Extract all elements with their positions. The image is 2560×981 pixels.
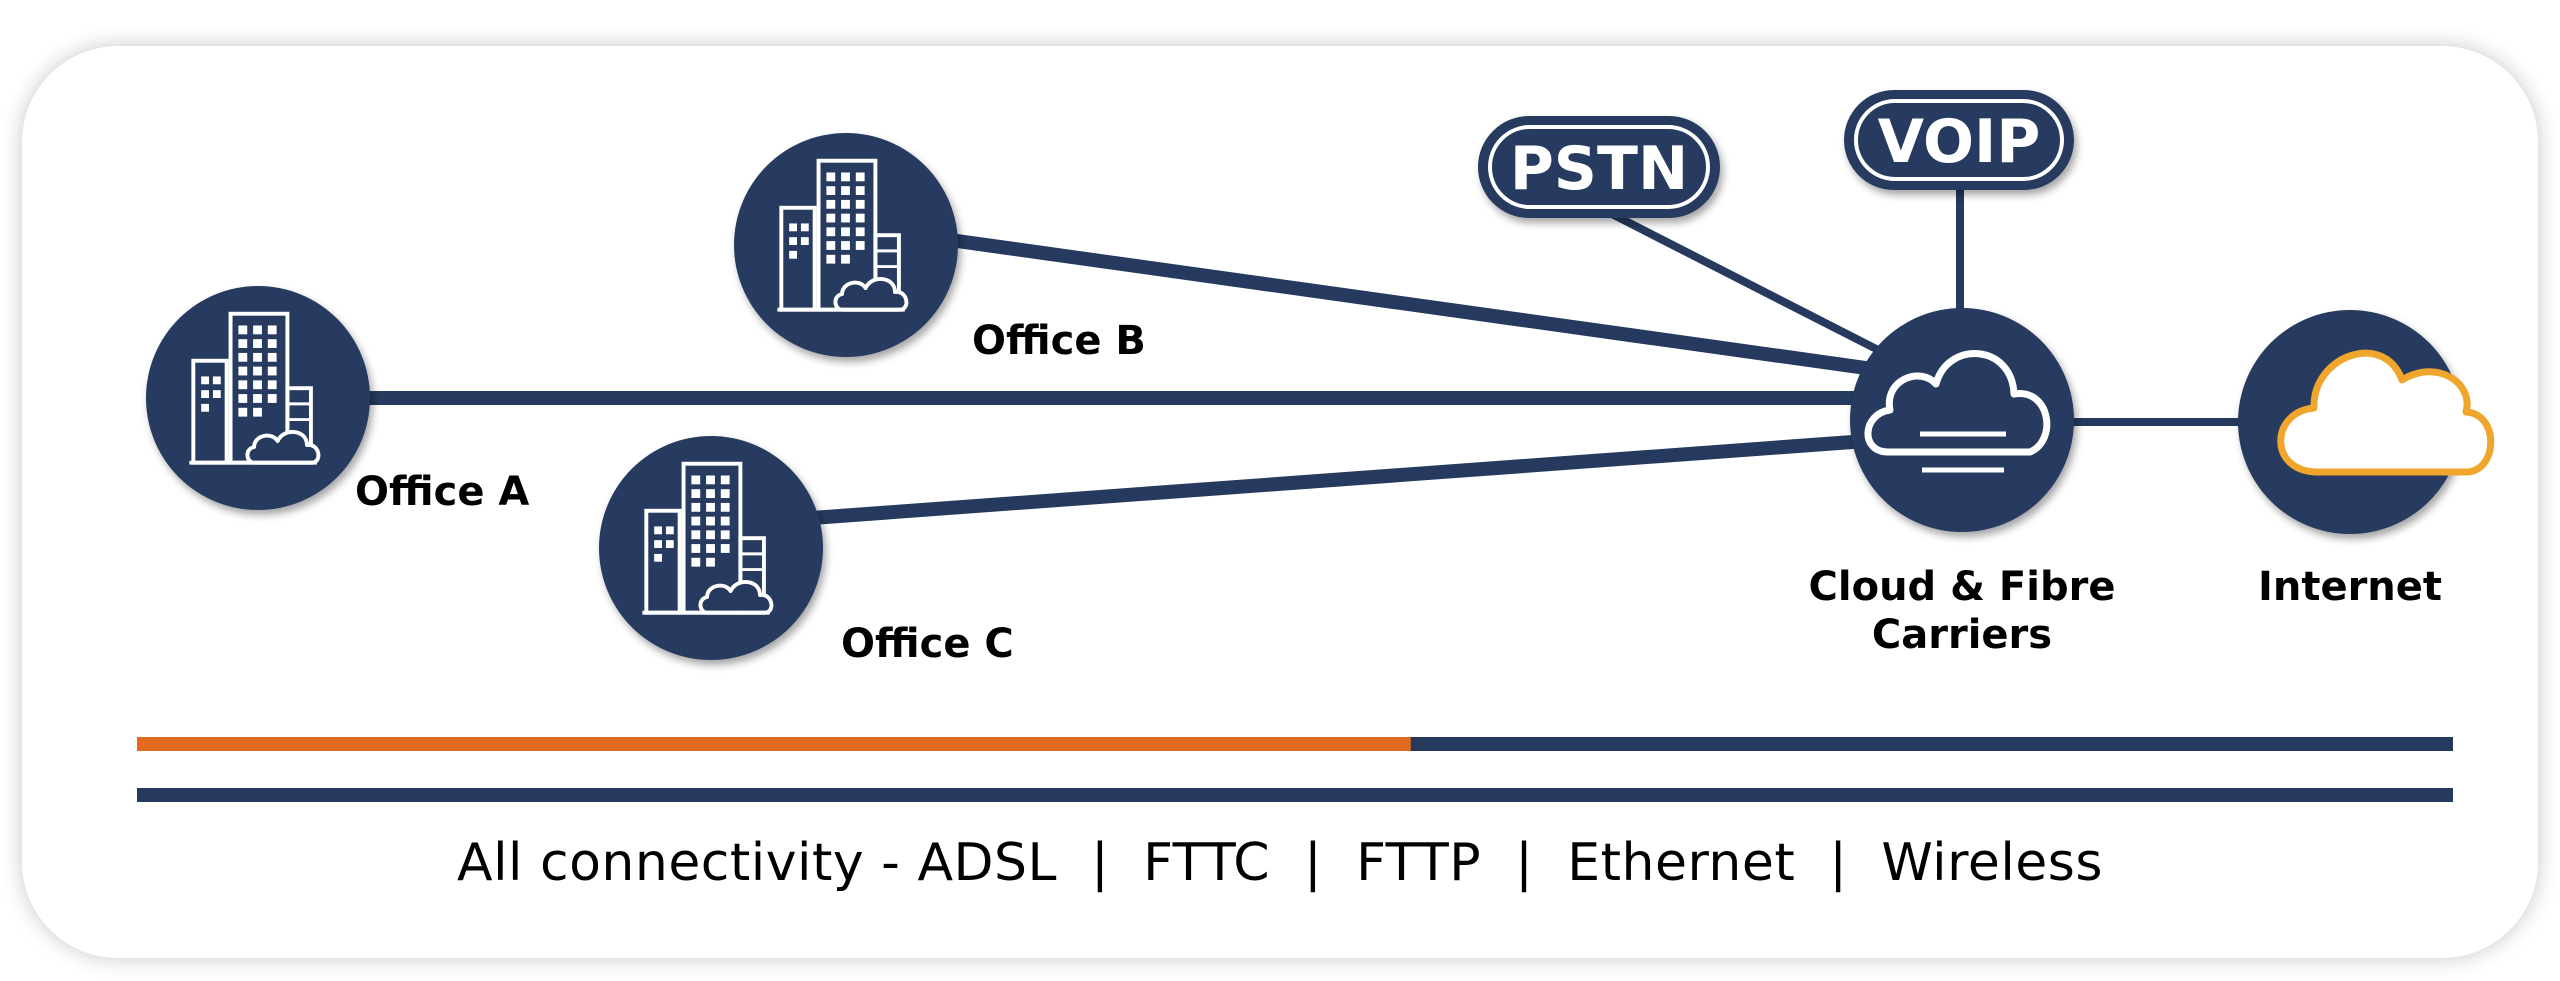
internet-node: Internet bbox=[2238, 310, 2495, 610]
pstn-label: PSTN bbox=[1510, 134, 1688, 204]
internet-label: Internet bbox=[2258, 564, 2442, 610]
link-office-c-carriers bbox=[811, 433, 1881, 525]
pstn-badge: PSTN bbox=[1478, 116, 1720, 218]
cloud-fibre-icon bbox=[1864, 350, 2051, 473]
internet-cloud-icon bbox=[2277, 349, 2495, 476]
upper-bar-orange-segment bbox=[137, 737, 1411, 751]
lower-bar bbox=[137, 788, 2453, 802]
carriers-label-line2: Carriers bbox=[1872, 612, 2052, 658]
carriers-node: Cloud & Fibre Carriers bbox=[1809, 308, 2116, 658]
office-c-node: Office C bbox=[599, 436, 1014, 667]
office-b-label: Office B bbox=[972, 318, 1146, 364]
connectivity-bars bbox=[137, 737, 2453, 802]
office-b-node: Office B bbox=[734, 133, 1146, 364]
office-a-node: Office A bbox=[146, 286, 529, 515]
link-pstn-carriers bbox=[1606, 208, 1890, 359]
connectivity-caption: All connectivity - ADSL | FTTC | FTTP | … bbox=[457, 833, 2103, 893]
link-office-b-carriers bbox=[949, 233, 1881, 377]
office-a-label: Office A bbox=[355, 469, 529, 515]
office-c-label: Office C bbox=[841, 621, 1014, 667]
carriers-label-line1: Cloud & Fibre bbox=[1809, 564, 2116, 610]
diagram-card bbox=[22, 46, 2538, 958]
voip-badge: VOIP bbox=[1844, 90, 2074, 190]
connection-lines bbox=[360, 182, 2250, 525]
voip-label: VOIP bbox=[1878, 107, 2041, 177]
